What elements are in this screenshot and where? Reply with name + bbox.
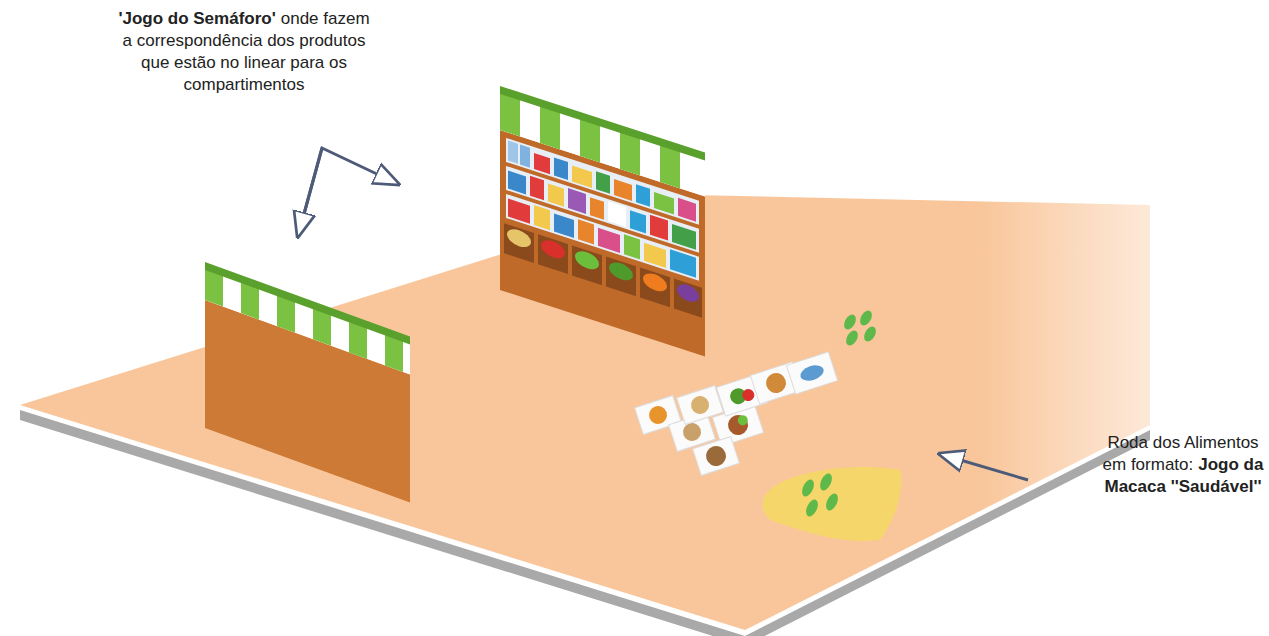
- leader-arrows: [298, 148, 1028, 480]
- callout-label: 'Jogo do Semáforo': [118, 9, 275, 28]
- footprints: [800, 472, 841, 519]
- callout-text: 'Jogo do Semáforo'onde fazem a correspon…: [113, 8, 375, 96]
- food-cards: [635, 352, 838, 476]
- footprints: [842, 309, 879, 348]
- callout-text: Roda dos Alimentos em formato:Jogo da Ma…: [1098, 432, 1268, 498]
- stall: [205, 262, 410, 503]
- shelf: [500, 86, 705, 357]
- floor: [20, 195, 1150, 636]
- start-area: [763, 467, 902, 541]
